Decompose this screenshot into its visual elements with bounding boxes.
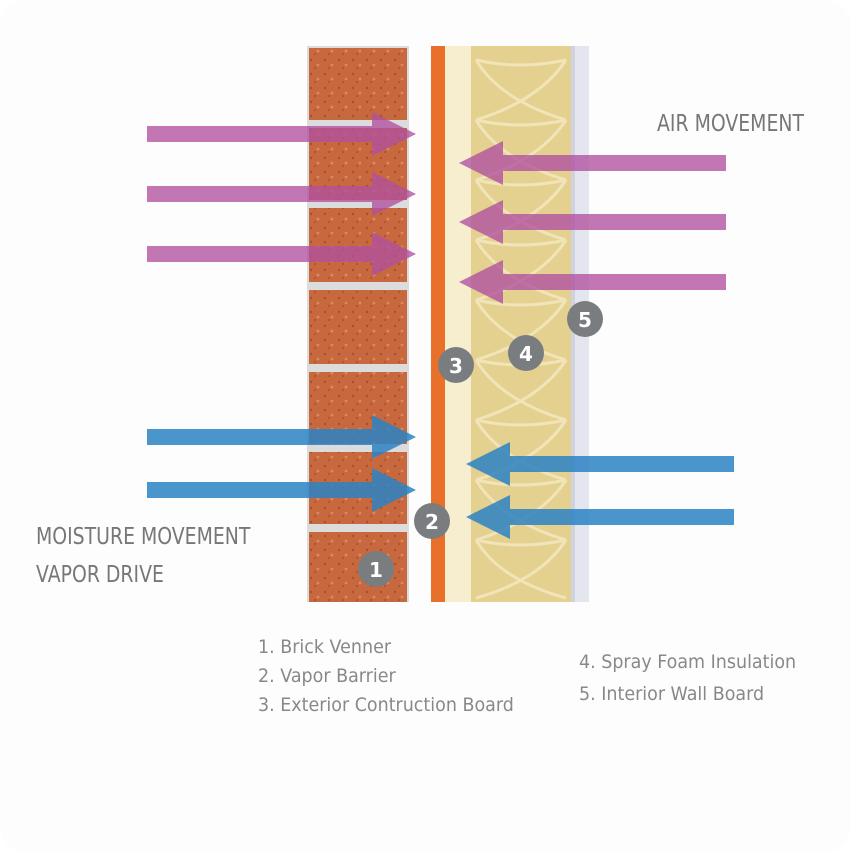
legend-item: 2. Vapor Barrier (258, 665, 396, 687)
air-arrows-outbound (459, 141, 726, 304)
air-left-arrow-icon (459, 200, 726, 244)
legend-item: 4. Spray Foam Insulation (579, 651, 797, 673)
svg-text:4: 4 (519, 342, 533, 366)
moisture-left-arrow-icon (466, 495, 734, 539)
svg-text:3: 3 (449, 354, 463, 378)
svg-text:5: 5 (578, 308, 592, 332)
air-movement-label: AIR MOVEMENT (657, 111, 804, 137)
air-left-arrow-icon (459, 260, 726, 304)
legend-left: 1. Brick Venner 2. Vapor Barrier 3. Exte… (258, 633, 514, 720)
badge-3: 3 (438, 347, 474, 383)
air-arrows-inbound (147, 112, 416, 276)
badge-5: 5 (567, 301, 603, 337)
air-right-arrow-icon (147, 112, 416, 156)
moisture-right-arrow-icon (147, 468, 416, 512)
moisture-movement-label: MOISTURE MOVEMENT VAPOR DRIVE (36, 518, 250, 594)
moisture-left-arrow-icon (466, 442, 734, 486)
badge-1: 1 (358, 551, 394, 587)
vapor-barrier (431, 46, 445, 602)
moisture-right-arrow-icon (147, 415, 416, 459)
svg-text:2: 2 (425, 510, 439, 534)
exterior-board (445, 46, 471, 602)
moisture-arrows (147, 415, 734, 539)
legend-item: 3. Exterior Contruction Board (258, 694, 514, 716)
badge-4: 4 (508, 335, 544, 371)
air-right-arrow-icon (147, 232, 416, 276)
air-right-arrow-icon (147, 172, 416, 216)
badge-2: 2 (414, 503, 450, 539)
moisture-label-line2: VAPOR DRIVE (36, 562, 164, 588)
moisture-label-line1: MOISTURE MOVEMENT (36, 524, 251, 550)
air-left-arrow-icon (459, 141, 726, 185)
svg-text:1: 1 (369, 558, 383, 582)
legend-item: 5. Interior Wall Board (579, 683, 765, 705)
legend-right: 4. Spray Foam Insulation 5. Interior Wal… (579, 646, 796, 710)
legend-item: 1. Brick Venner (258, 636, 392, 658)
